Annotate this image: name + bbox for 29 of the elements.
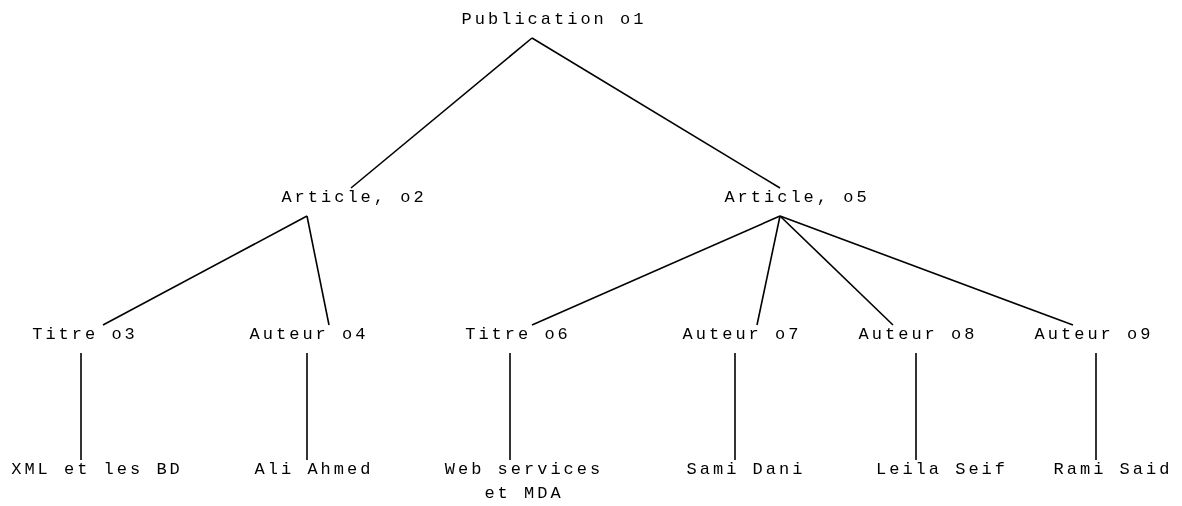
- connector-line: [531, 215, 781, 326]
- node-label: Auteur o4: [249, 323, 369, 347]
- node-label: Auteur o9: [1034, 323, 1154, 347]
- connector-line: [531, 37, 781, 189]
- node-label: Sami Dani: [686, 458, 806, 482]
- node-label: Article, o2: [281, 186, 427, 210]
- node-label: Article, o5: [724, 186, 870, 210]
- connector-line: [734, 352, 736, 461]
- connector-line: [779, 215, 894, 326]
- node-label: Publication o1: [461, 8, 647, 32]
- connector-line: [915, 352, 917, 461]
- connector-line: [756, 215, 781, 326]
- node-label: Ali Ahmed: [254, 458, 374, 482]
- connector-line: [350, 37, 533, 189]
- node-label: Auteur o7: [682, 323, 802, 347]
- node-label: Leila Seif: [876, 458, 1008, 482]
- connector-line: [1095, 352, 1097, 461]
- node-label: Web services et MDA: [436, 458, 612, 506]
- node-label: Titre o6: [465, 323, 571, 347]
- node-label: XML et les BD: [11, 458, 183, 482]
- connector-line: [80, 352, 82, 461]
- connector-line: [779, 215, 1074, 326]
- node-label: Auteur o8: [858, 323, 978, 347]
- connector-line: [306, 352, 308, 461]
- connector-line: [306, 215, 330, 326]
- node-label: Rami Said: [1053, 458, 1173, 482]
- node-label: Titre o3: [32, 323, 138, 347]
- connector-line: [509, 352, 511, 461]
- connector-line: [102, 215, 308, 326]
